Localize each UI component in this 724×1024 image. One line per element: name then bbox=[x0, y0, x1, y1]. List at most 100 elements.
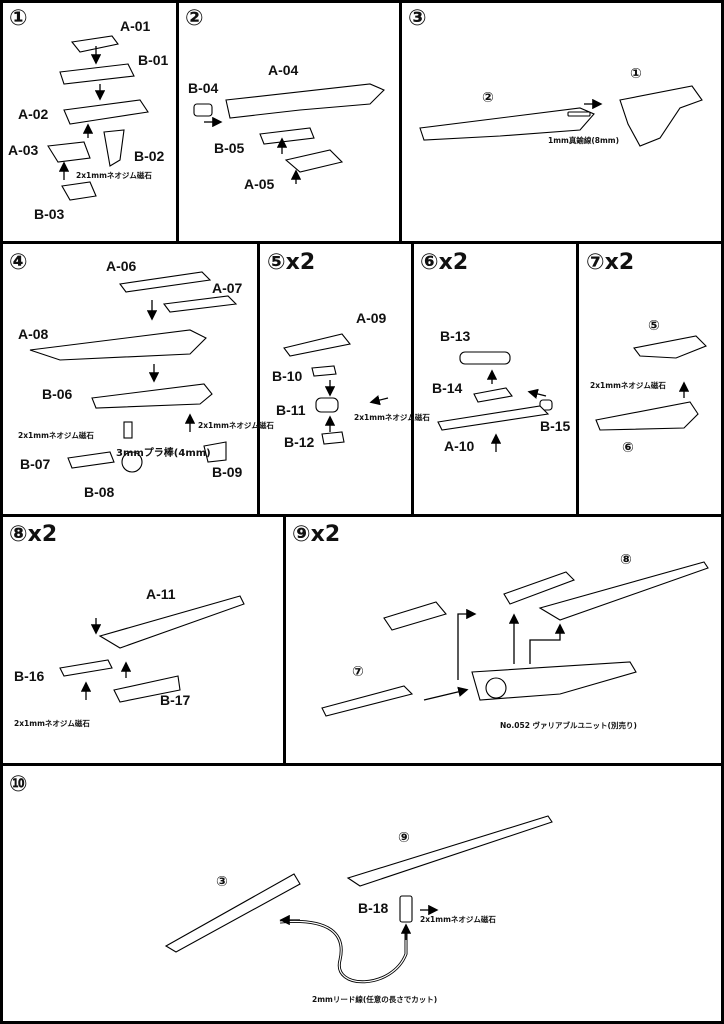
divider-col-4-5 bbox=[257, 241, 260, 517]
divider-col-6-7 bbox=[576, 241, 579, 517]
label-a10: A-10 bbox=[444, 438, 475, 454]
label-ref-step3: ③ bbox=[216, 874, 228, 890]
part-variable-unit-joint bbox=[485, 677, 507, 699]
part-a05 bbox=[284, 149, 344, 173]
step-2-number: ② bbox=[185, 6, 204, 31]
part-brass-wire bbox=[567, 111, 591, 117]
part-b16 bbox=[59, 659, 113, 677]
step-5-multiplier: x2 bbox=[285, 250, 316, 275]
part-a06 bbox=[119, 271, 212, 293]
part-variable-unit bbox=[471, 661, 637, 701]
part-a09 bbox=[283, 333, 351, 357]
label-b11: B-11 bbox=[276, 402, 306, 418]
border-bottom bbox=[0, 1021, 724, 1024]
divider-col-5-6 bbox=[411, 241, 414, 517]
label-ref-step6: ⑥ bbox=[622, 440, 634, 456]
divider-row2 bbox=[0, 514, 724, 517]
part-b17 bbox=[113, 675, 181, 703]
label-b13: B-13 bbox=[440, 328, 471, 344]
part-step7-ref bbox=[321, 685, 414, 717]
part-a08 bbox=[29, 329, 207, 361]
part-b06 bbox=[91, 383, 213, 409]
part-b03 bbox=[61, 181, 97, 201]
note-brass-wire: 1mm真鍮線(8mm) bbox=[548, 136, 620, 145]
note-magnet-8: 2x1mmネオジム磁石 bbox=[14, 719, 90, 728]
label-a07: A-07 bbox=[212, 280, 243, 296]
note-magnet-7: 2x1mmネオジム磁石 bbox=[590, 381, 666, 390]
part-b12 bbox=[321, 431, 345, 445]
part-b01 bbox=[59, 63, 135, 85]
part-step8-ref bbox=[538, 561, 709, 621]
part-a11 bbox=[98, 595, 245, 649]
part-a03 bbox=[47, 141, 91, 163]
step-1-number: ① bbox=[9, 6, 28, 31]
step-7-number: ⑦x2 bbox=[586, 250, 635, 275]
part-b13 bbox=[459, 351, 511, 365]
label-b05: B-05 bbox=[214, 140, 245, 156]
part-a02 bbox=[63, 99, 149, 125]
step-9-multiplier: x2 bbox=[310, 522, 341, 547]
step-5-number: ⑤x2 bbox=[267, 250, 316, 275]
label-b09: B-09 bbox=[212, 464, 243, 480]
part-step6-ref bbox=[595, 401, 699, 431]
part-b02 bbox=[103, 129, 125, 167]
part-step9-ref bbox=[346, 815, 553, 887]
label-ref-step8: ⑧ bbox=[620, 552, 632, 568]
border-right bbox=[721, 0, 724, 1024]
step-6-multiplier: x2 bbox=[438, 250, 469, 275]
part-step9-b bbox=[503, 571, 575, 605]
label-b12: B-12 bbox=[284, 434, 315, 450]
part-step3-ref bbox=[164, 873, 301, 953]
label-b17: B-17 bbox=[160, 692, 191, 708]
label-ref-step9: ⑨ bbox=[398, 830, 410, 846]
label-b14: B-14 bbox=[432, 380, 463, 396]
part-b11 bbox=[315, 397, 339, 413]
lead-wire bbox=[279, 919, 408, 984]
label-a05: A-05 bbox=[244, 176, 275, 192]
label-b18: B-18 bbox=[358, 900, 389, 916]
step-10-number: ⑩ bbox=[9, 772, 28, 797]
divider-col-1-2 bbox=[176, 0, 179, 243]
label-b10: B-10 bbox=[272, 368, 303, 384]
step-6-number: ⑥x2 bbox=[420, 250, 469, 275]
label-b16: B-16 bbox=[14, 668, 45, 684]
label-b03: B-03 bbox=[34, 206, 65, 222]
note-plastic-rod: 3mmプラ棒(4mm) bbox=[116, 448, 211, 459]
part-b05 bbox=[259, 127, 315, 145]
part-b10 bbox=[311, 365, 337, 377]
part-b07 bbox=[67, 451, 115, 469]
label-b04: B-04 bbox=[188, 80, 219, 96]
part-b18 bbox=[399, 895, 413, 923]
note-magnet-1: 2x1mmネオジム磁石 bbox=[76, 171, 152, 180]
part-a04 bbox=[225, 83, 385, 119]
label-a01: A-01 bbox=[120, 18, 151, 34]
note-lead-wire: 2mmリード線(任意の長さでカット) bbox=[312, 995, 438, 1004]
label-ref-step5: ⑤ bbox=[648, 318, 660, 334]
label-ref-step7: ⑦ bbox=[352, 664, 364, 680]
label-a02: A-02 bbox=[18, 106, 49, 122]
step-3-number: ③ bbox=[408, 6, 427, 31]
step-7-multiplier: x2 bbox=[604, 250, 635, 275]
part-b04 bbox=[193, 103, 213, 117]
label-b07: B-07 bbox=[20, 456, 51, 472]
step-8-multiplier: x2 bbox=[27, 522, 58, 547]
label-a08: A-08 bbox=[18, 326, 49, 342]
divider-row3 bbox=[0, 763, 724, 766]
part-b09 bbox=[203, 441, 227, 463]
part-a01 bbox=[70, 35, 119, 53]
label-a04: A-04 bbox=[268, 62, 299, 78]
part-assembly-2 bbox=[419, 107, 595, 141]
note-variable-unit: No.052 ヴァリアブルユニット(別売り) bbox=[500, 721, 637, 730]
step-8-number: ⑧x2 bbox=[9, 522, 58, 547]
label-ref-step1: ① bbox=[630, 66, 642, 82]
label-b02: B-02 bbox=[134, 148, 165, 164]
part-b08 bbox=[121, 451, 143, 473]
divider-col-2-3 bbox=[399, 0, 402, 243]
label-a06: A-06 bbox=[106, 258, 137, 274]
part-plastic-rod bbox=[123, 421, 133, 439]
label-a09: A-09 bbox=[356, 310, 387, 326]
label-a11: A-11 bbox=[146, 586, 176, 602]
step-4-number: ④ bbox=[9, 250, 28, 275]
label-b01: B-01 bbox=[138, 52, 169, 68]
